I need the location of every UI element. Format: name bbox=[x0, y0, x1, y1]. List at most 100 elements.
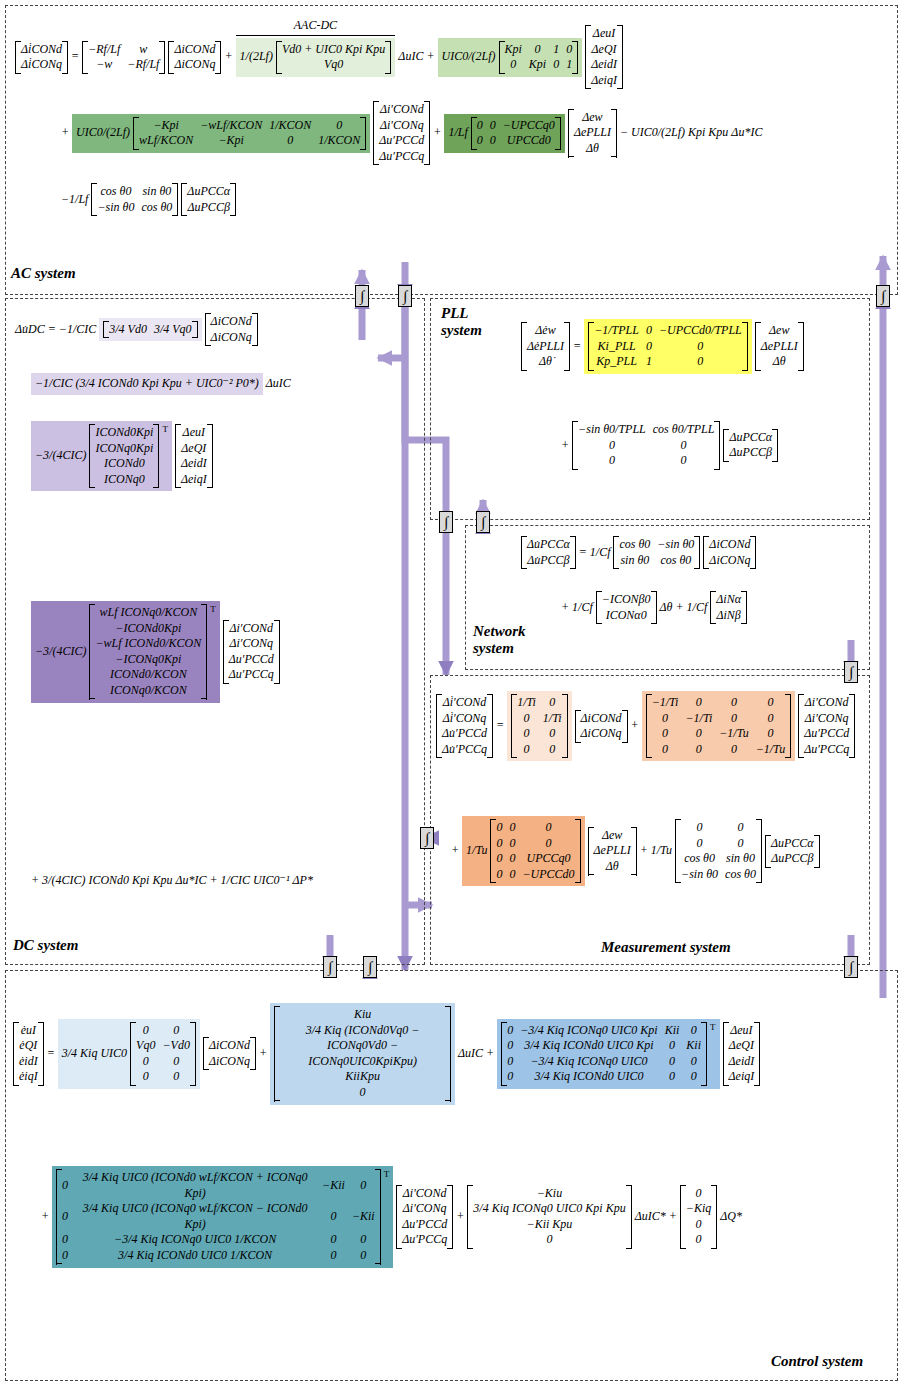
matrix-bracket: ΔiCONdΔiCONq bbox=[703, 536, 756, 569]
coefficient: 3/4 Kiq UIC0 bbox=[62, 1046, 127, 1062]
matrix-entry: 0 bbox=[691, 1069, 697, 1085]
equation-row: Δu̇PCCαΔu̇PCCβ=1/Cfcos θ0−sin θ0sin θ0co… bbox=[521, 536, 756, 569]
matrix-block: AAC-DC1/(2Lf)Vd0 + UIC0 Kpi KpuVq0 bbox=[236, 38, 396, 77]
matrix-entry: 0 bbox=[507, 1069, 513, 1085]
matrix-bracket: ΔiCONdΔiCONq bbox=[203, 1037, 256, 1070]
matrix-entry: ICONd0Kpi bbox=[95, 425, 153, 441]
equation-term: ΔeuI bbox=[183, 425, 205, 441]
equation-term: 0 bbox=[609, 453, 615, 469]
equation-row: Δu̇DC = −1/CIC3/4 Vd03/4 Vq0ΔiCONdΔiCONq bbox=[15, 313, 258, 346]
matrix-entry: 0 bbox=[546, 820, 552, 836]
equation-term: ΔeiqI bbox=[181, 472, 207, 488]
matrix-entry: Kpi bbox=[529, 57, 546, 73]
matrix-entry: −UPCCq0 bbox=[503, 118, 555, 134]
matrix-entry: 3/4 Kiq UIC0 (ICONd0 wLf/KCON + ICONq0 K… bbox=[75, 1170, 315, 1201]
equation-term: 0 bbox=[681, 438, 687, 454]
matrix-entry: 0 bbox=[477, 118, 483, 134]
equation-row: Δi̇′CONdΔi̇′CONqΔu̇′PCCdΔu̇′PCCq=1/Ti001… bbox=[436, 691, 855, 761]
matrix-entry: KiiKpu bbox=[345, 1069, 380, 1085]
matrix-entry: 0 bbox=[731, 711, 737, 727]
matrix-bracket: −Kpi−wLf/KCON1/KCON0wLf/KCON−Kpi01/KCON bbox=[133, 117, 366, 150]
transpose-mark: T bbox=[710, 1022, 716, 1034]
equation-term: Δew bbox=[602, 828, 622, 844]
system-box: Network systemΔu̇PCCαΔu̇PCCβ=1/Cfcos θ0−… bbox=[465, 525, 870, 670]
equation-term: cos θ0 bbox=[101, 184, 132, 200]
matrix-entry: 0 bbox=[360, 1232, 366, 1248]
matrix-entry: ICONd0 bbox=[104, 456, 145, 472]
matrix-entry: 0 bbox=[510, 57, 516, 73]
equation-term: ėiqI bbox=[19, 1069, 38, 1085]
transpose-mark: T bbox=[162, 424, 168, 436]
system-name: DC system bbox=[13, 937, 78, 954]
matrix-entry: −1/Ti bbox=[652, 695, 679, 711]
equation-term: Δθ bbox=[606, 859, 619, 875]
matrix-bracket: ΔeuIΔeQIΔeidIΔeiqI bbox=[585, 25, 623, 89]
equation-term: Δθ bbox=[586, 141, 599, 157]
matrix-bracket: Δi′CONdΔi′CONqΔu′PCCdΔu′PCCq bbox=[373, 101, 430, 165]
matrix-block: −1/TPLL0−UPCCd0/TPLLKi_PLL00Kp_PLL10 bbox=[584, 319, 752, 374]
equation-term: + bbox=[259, 1046, 267, 1062]
system-name: Measurement system bbox=[601, 939, 731, 956]
matrix-bracket: ΔiCONdΔiCONq bbox=[575, 710, 628, 743]
equation-term: = bbox=[573, 339, 581, 355]
equation-term: ΔiNα bbox=[716, 592, 741, 608]
equation-term: + 3/(4CIC) ICONd0 Kpi Kpu Δu*IC + 1/CIC … bbox=[31, 873, 313, 889]
equation-term: Δu′PCCq bbox=[402, 1232, 447, 1248]
equation-term: ΔiCONq bbox=[209, 1054, 250, 1070]
signal-arrow bbox=[880, 295, 887, 970]
equation-term: Δi′CONq bbox=[805, 711, 849, 727]
equation-term: ėuI bbox=[21, 1023, 36, 1039]
matrix-entry: UPCCq0 bbox=[527, 851, 571, 867]
matrix-entry: 0 bbox=[646, 339, 652, 355]
matrix-block: −1/CIC (3/4 ICONd0 Kpi Kpu + UIC0⁻² P0*) bbox=[31, 373, 263, 395]
equation-term: + 1/Tu bbox=[640, 843, 672, 859]
matrix-entry: 0 bbox=[509, 820, 515, 836]
matrix-entry: 0 bbox=[331, 1248, 337, 1264]
equation-term: ΔuPCCα bbox=[187, 184, 230, 200]
system-name: PLL system bbox=[441, 305, 511, 340]
matrix-entry: −UPCCd0 bbox=[522, 867, 574, 883]
matrix-entry: 0 bbox=[731, 742, 737, 758]
integrator-symbol: ∫ bbox=[876, 285, 890, 307]
equation-term: 3/4 Kiq ICONq0 UIC0 Kpi Kpu bbox=[473, 1201, 625, 1217]
matrix-entry: 0 bbox=[507, 1023, 513, 1039]
equation-term: ΔuPCCα bbox=[729, 430, 772, 446]
equation-term: 0 bbox=[697, 836, 703, 852]
equation-row: ėuIėQIėidIėiqI=3/4 Kiq UIC000Vq0−Vd00000… bbox=[13, 1003, 760, 1105]
matrix-bracket: ΔewΔePLLIΔθ bbox=[588, 827, 637, 876]
matrix-bracket: ICONd0KpiICONq0KpiICONd0ICONq0 bbox=[89, 424, 159, 488]
equation-term: ICONα0 bbox=[606, 608, 647, 624]
matrix-entry: 1/Ti bbox=[517, 695, 536, 711]
matrix-entry: 0 bbox=[287, 133, 293, 149]
equation-term: ΔėPLLI bbox=[527, 339, 564, 355]
matrix-block: 1/Tu00000000UPCCq000−UPCCd0 bbox=[462, 816, 584, 886]
equation-term: ΔeuI bbox=[730, 1023, 752, 1039]
equation-term: + bbox=[561, 438, 569, 454]
equation-term: Δi̇′CONq bbox=[443, 711, 487, 727]
equation-term: 0 bbox=[696, 1217, 702, 1233]
equation-term: = bbox=[496, 718, 504, 734]
coefficient: 1/(2Lf) bbox=[240, 49, 273, 65]
signal-wire bbox=[330, 256, 883, 998]
equation-term: 0 bbox=[697, 820, 703, 836]
matrix-bracket: 0−Kiq00 bbox=[680, 1185, 717, 1249]
matrix-entry: Kii bbox=[686, 1038, 701, 1054]
equation-term: −Rf/Lf bbox=[88, 42, 120, 58]
system-box: AC systemΔi̇CONdΔi̇CONq=−Rf/Lfw−w−Rf/LfΔ… bbox=[5, 5, 898, 295]
matrix-entry: 0 bbox=[767, 695, 773, 711]
matrix-entry: 0 bbox=[331, 1232, 337, 1248]
matrix-entry: Kiu bbox=[354, 1007, 371, 1023]
equation-term: −sin θ0 bbox=[657, 537, 694, 553]
equation-term: ΔuIC bbox=[398, 49, 423, 65]
matrix-entry: 0 bbox=[767, 711, 773, 727]
equation-term: + 1/Cf bbox=[561, 600, 593, 616]
equation-term: Δu′PCCq bbox=[804, 742, 849, 758]
matrix-block: −3/(4CIC)ICONd0KpiICONq0KpiICONd0ICONq0T bbox=[31, 421, 172, 491]
matrix-entry: 0 bbox=[496, 867, 502, 883]
coefficient: UIC0/(2Lf) bbox=[442, 49, 496, 65]
equation-term: Δi′CONd bbox=[229, 621, 273, 637]
equation-term: 0 bbox=[738, 836, 744, 852]
matrix-bracket: Δi′CONdΔi′CONqΔu′PCCdΔu′PCCq bbox=[223, 620, 280, 684]
integrator-symbol: ∫ bbox=[363, 956, 377, 978]
matrix-entry: ICONd0/KCON bbox=[110, 667, 187, 683]
